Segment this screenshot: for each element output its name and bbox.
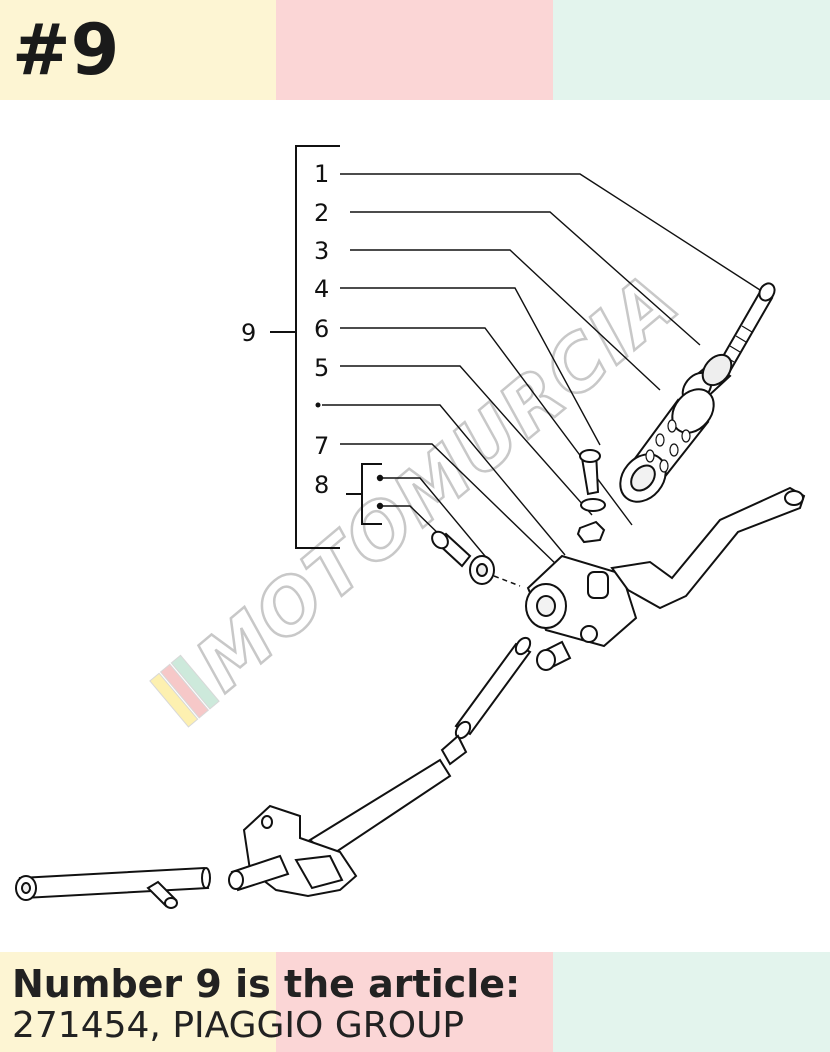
header-band-mint: [553, 0, 830, 100]
part-adjuster: [536, 640, 572, 671]
part-grip: [619, 388, 715, 503]
footer-band: [0, 952, 830, 1052]
watermark-logo-icon: [149, 654, 220, 728]
part-brake-lever: [610, 486, 806, 610]
article-caption-detail: 271454, PIAGGIO GROUP: [12, 1005, 465, 1046]
footer-band-yellow: [0, 952, 276, 1052]
exploded-parts-diagram: MOTOMURCIA 9 1 2 3 4 6 5 7 8: [15, 145, 806, 909]
part-pivot-pin: [431, 530, 495, 585]
callout-7: 7: [314, 432, 329, 460]
header-band-pink: [276, 0, 553, 100]
header-band: [0, 0, 830, 100]
callout-1: 1: [314, 160, 329, 188]
callout-5: 5: [314, 354, 329, 382]
watermark-text: MOTOMURCIA: [180, 257, 695, 708]
group-bracket: [270, 145, 382, 549]
footer-band-pink: [276, 952, 553, 1052]
part-lever-clamp: [525, 554, 638, 648]
article-caption-heading: Number 9 is the article:: [12, 962, 521, 1006]
callout-dot: [315, 402, 321, 408]
callout-3: 3: [314, 237, 329, 265]
part-left-bar: [15, 866, 211, 909]
header-band-yellow: [0, 0, 276, 100]
part-fasteners: [576, 449, 606, 544]
footer-band-mint: [553, 952, 830, 1052]
callout-6: 6: [314, 315, 329, 343]
callout-9: 9: [241, 319, 256, 347]
callout-4: 4: [314, 275, 329, 303]
callout-8: 8: [314, 471, 329, 499]
article-badge: #9: [12, 9, 120, 91]
part-throttle-tube: [454, 636, 532, 740]
callout-2: 2: [314, 199, 329, 227]
part-handlebar-frame: [228, 734, 468, 898]
